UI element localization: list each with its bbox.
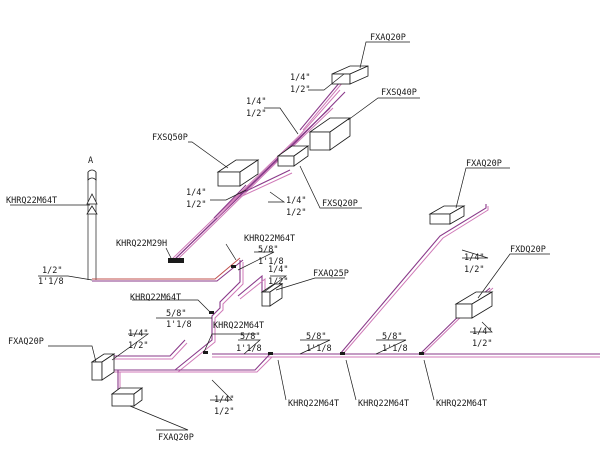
size-1-top: 1/4" bbox=[290, 73, 310, 83]
unit-fxaq20p-left bbox=[90, 353, 116, 381]
label-khrq-center2: KHRQ22M64T bbox=[130, 293, 181, 303]
riser-valve-icon bbox=[86, 193, 98, 205]
fittings bbox=[168, 258, 424, 355]
label-khrq-left: KHRQ22M64T bbox=[6, 196, 57, 206]
riser-valve-icon-2 bbox=[86, 205, 98, 215]
size-2-top: 1/4" bbox=[246, 97, 266, 107]
label-fxsq50p: FXSQ50P bbox=[152, 133, 188, 143]
joint-icon bbox=[203, 351, 208, 354]
label-fxaq20p-left: FXAQ20P bbox=[8, 337, 44, 347]
joint-icon bbox=[419, 352, 424, 355]
unit-fxdq20p bbox=[454, 291, 494, 319]
riser bbox=[86, 169, 98, 280]
size-4-bot: 1/2" bbox=[286, 208, 306, 218]
joint-icon bbox=[209, 311, 214, 314]
label-fxdq20p: FXDQ20P bbox=[510, 245, 546, 255]
unit-fxaq20p-bottom bbox=[110, 387, 144, 407]
size-14-top: 1/4" bbox=[472, 327, 492, 337]
size-5-top: 5/8" bbox=[258, 245, 278, 255]
size-10-bot: 1'1/8 bbox=[382, 344, 408, 354]
header-khrq22m29h-icon bbox=[168, 258, 184, 263]
size-8-bot: 1'1/8 bbox=[236, 344, 262, 354]
size-11-top: 1/4" bbox=[128, 329, 148, 339]
size-4-top: 1/4" bbox=[286, 196, 306, 206]
label-fxsq40p: FXSQ40P bbox=[381, 88, 417, 98]
size-14-bot: 1/2" bbox=[472, 339, 492, 349]
size-8-top: 5/8" bbox=[240, 332, 260, 342]
size-12-top: 1/4" bbox=[214, 395, 234, 405]
size-1-bot: 1/2" bbox=[290, 85, 310, 95]
label-fxaq20p-top: FXAQ20P bbox=[370, 33, 406, 43]
label-fxaq20p-bottom: FXAQ20P bbox=[158, 433, 194, 443]
size-12-bot: 1/2" bbox=[214, 407, 234, 417]
size-2-bot: 1/2" bbox=[246, 109, 266, 119]
size-6-bot: 1/2" bbox=[268, 277, 288, 287]
label-fxaq25p: FXAQ25P bbox=[313, 269, 349, 279]
size-5-bot: 1'1/8 bbox=[258, 257, 284, 267]
unit-fxsq20p bbox=[276, 145, 310, 167]
size-10-top: 5/8" bbox=[382, 332, 402, 342]
size-7-top: 5/8" bbox=[166, 309, 186, 319]
size-6-top: 1/4" bbox=[268, 265, 288, 275]
label-khrq22m29h: KHRQ22M29H bbox=[116, 239, 167, 249]
size-9-top: 5/8" bbox=[306, 332, 326, 342]
joint-icon bbox=[231, 265, 236, 268]
size-main-top: 1/2" bbox=[42, 266, 62, 276]
label-khrq-b2: KHRQ22M64T bbox=[358, 399, 409, 409]
size-9-bot: 1'1/8 bbox=[306, 344, 332, 354]
label-khrq-b1: KHRQ22M64T bbox=[288, 399, 339, 409]
size-13-top: 1/4" bbox=[464, 253, 484, 263]
joint-icon bbox=[268, 352, 273, 355]
unit-fxsq40p bbox=[308, 117, 352, 151]
label-fxaq20p-right: FXAQ20P bbox=[466, 159, 502, 169]
label-khrq-center3: KHRQ22M64T bbox=[213, 321, 264, 331]
size-11-bot: 1/2" bbox=[128, 341, 148, 351]
leaders bbox=[10, 41, 550, 431]
joint-icon bbox=[340, 352, 345, 355]
label-riser: A bbox=[88, 156, 93, 166]
size-3-top: 1/4" bbox=[186, 188, 206, 198]
size-13-bot: 1/2" bbox=[464, 265, 484, 275]
label-fxsq20p: FXSQ20P bbox=[322, 199, 358, 209]
label-khrq-b3: KHRQ22M64T bbox=[436, 399, 487, 409]
unit-fxaq20p-right bbox=[428, 205, 466, 225]
unit-fxaq20p-top bbox=[331, 65, 369, 85]
label-khrq-center1: KHRQ22M64T bbox=[244, 234, 295, 244]
size-main-bot: 1'1/8 bbox=[38, 277, 64, 287]
size-7-bot: 1'1/8 bbox=[166, 320, 192, 330]
unit-fxsq50p bbox=[216, 159, 260, 187]
size-3-bot: 1/2" bbox=[186, 200, 206, 210]
